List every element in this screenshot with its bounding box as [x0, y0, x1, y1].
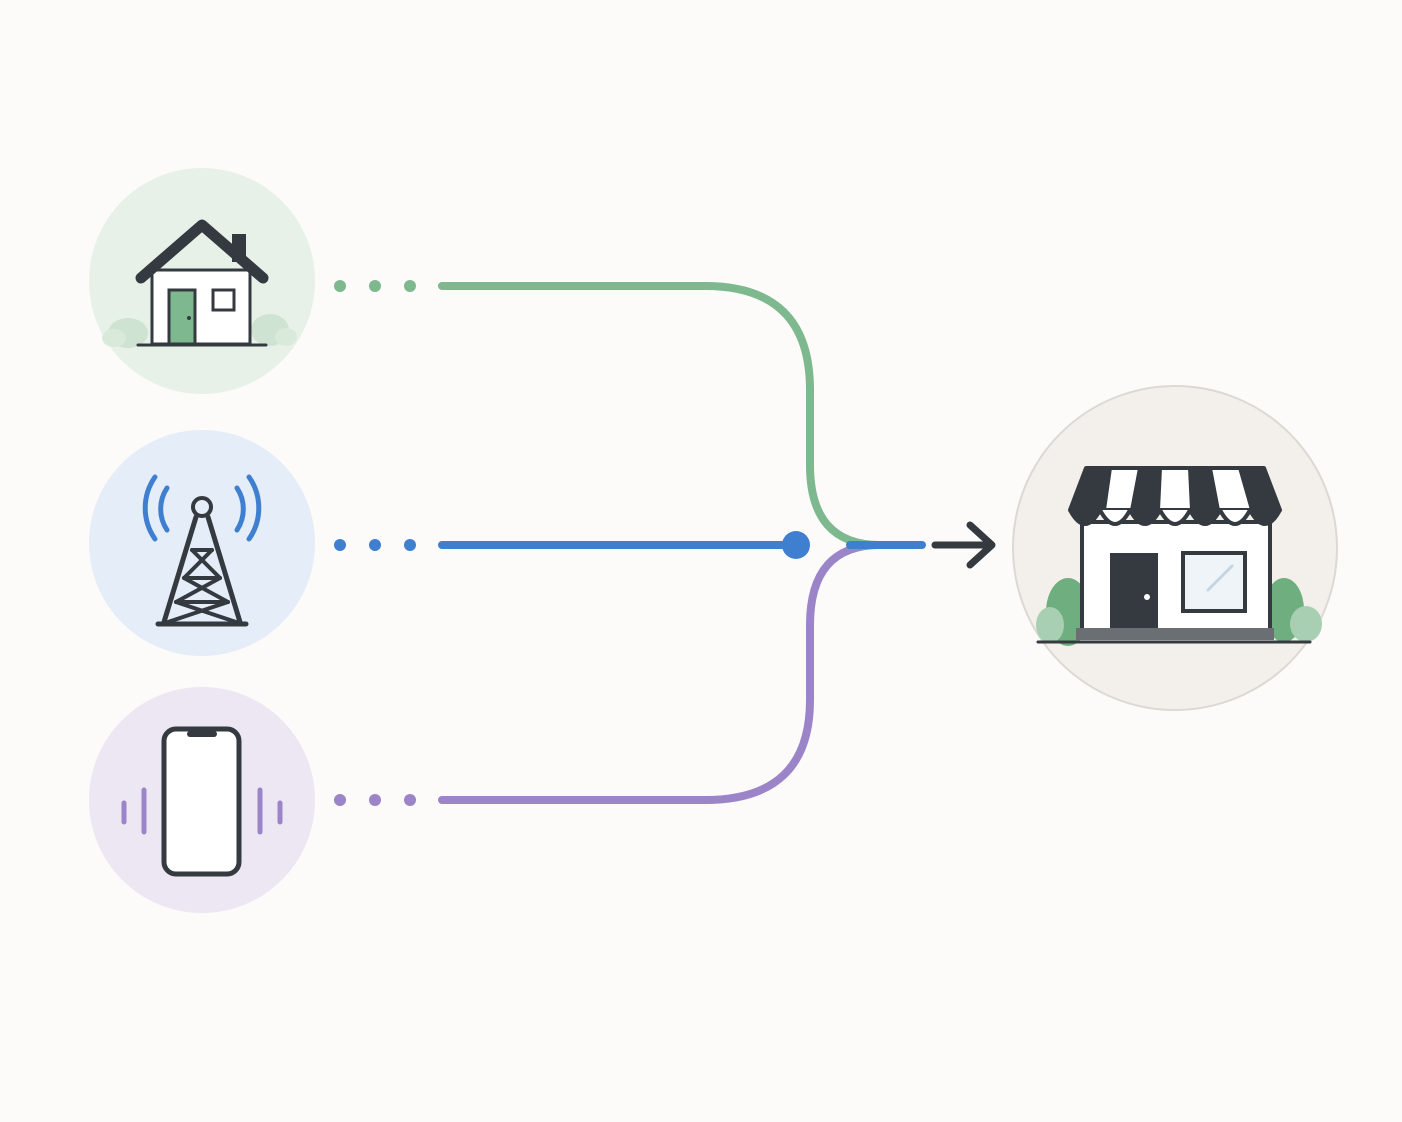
dotted-leader-home — [334, 280, 416, 292]
flow-line-home — [438, 282, 909, 549]
dotted-leader-phone — [334, 794, 416, 806]
junction-node — [782, 531, 810, 559]
source-node-phone — [89, 687, 315, 913]
tower-circle — [89, 430, 315, 656]
source-node-tower — [89, 430, 315, 656]
target-node-store — [1012, 385, 1338, 711]
cell-tower-icon — [142, 474, 262, 627]
house-icon — [102, 219, 297, 348]
dotted-leader-tower — [334, 539, 416, 551]
storefront-icon — [1036, 466, 1322, 646]
smartphone-icon — [121, 726, 283, 877]
arrow-right-icon — [931, 521, 996, 569]
flow-line-phone — [438, 541, 909, 804]
source-node-home — [89, 168, 315, 394]
